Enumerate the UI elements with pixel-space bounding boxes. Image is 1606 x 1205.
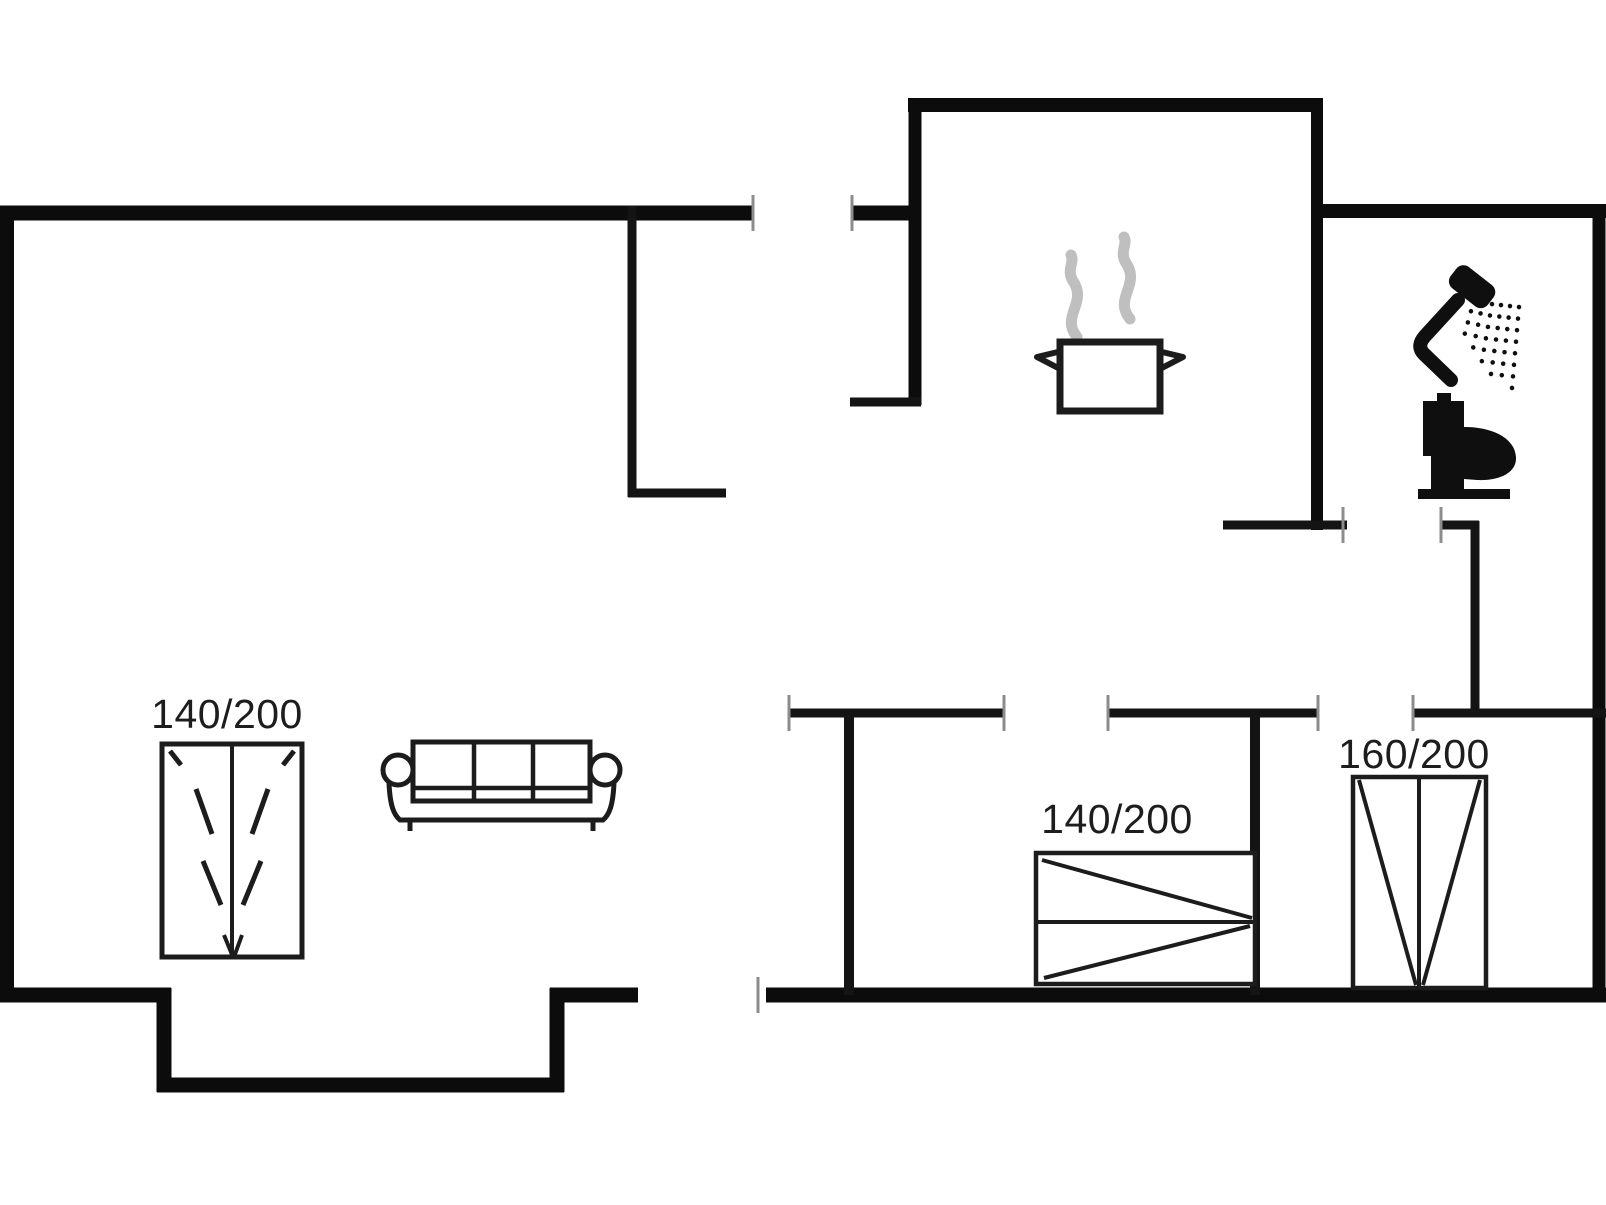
steam-icon xyxy=(1064,231,1137,343)
room-bathroom xyxy=(1413,265,1522,499)
cooking-pot-icon xyxy=(1034,338,1186,415)
room-bedroom-middle: 140/200 xyxy=(1033,796,1258,987)
outer-walls xyxy=(0,98,1606,1093)
shower-icon xyxy=(1413,265,1522,391)
door-opening-ticks xyxy=(751,195,1443,1013)
room-bedroom-right: 160/200 xyxy=(1338,731,1490,991)
toilet-icon xyxy=(1418,393,1517,499)
right-bedroom-bed-size-label: 160/200 xyxy=(1338,731,1490,777)
middle-bedroom-bed-size-label: 140/200 xyxy=(1041,796,1193,842)
double-bed-icon xyxy=(1033,850,1258,987)
double-bed-icon xyxy=(1350,774,1489,991)
room-living: 140/200 xyxy=(151,691,623,960)
room-kitchen xyxy=(1034,231,1186,415)
double-bed-icon xyxy=(159,741,305,960)
sofa-icon xyxy=(380,739,623,831)
living-room-bed-size-label: 140/200 xyxy=(151,691,303,737)
